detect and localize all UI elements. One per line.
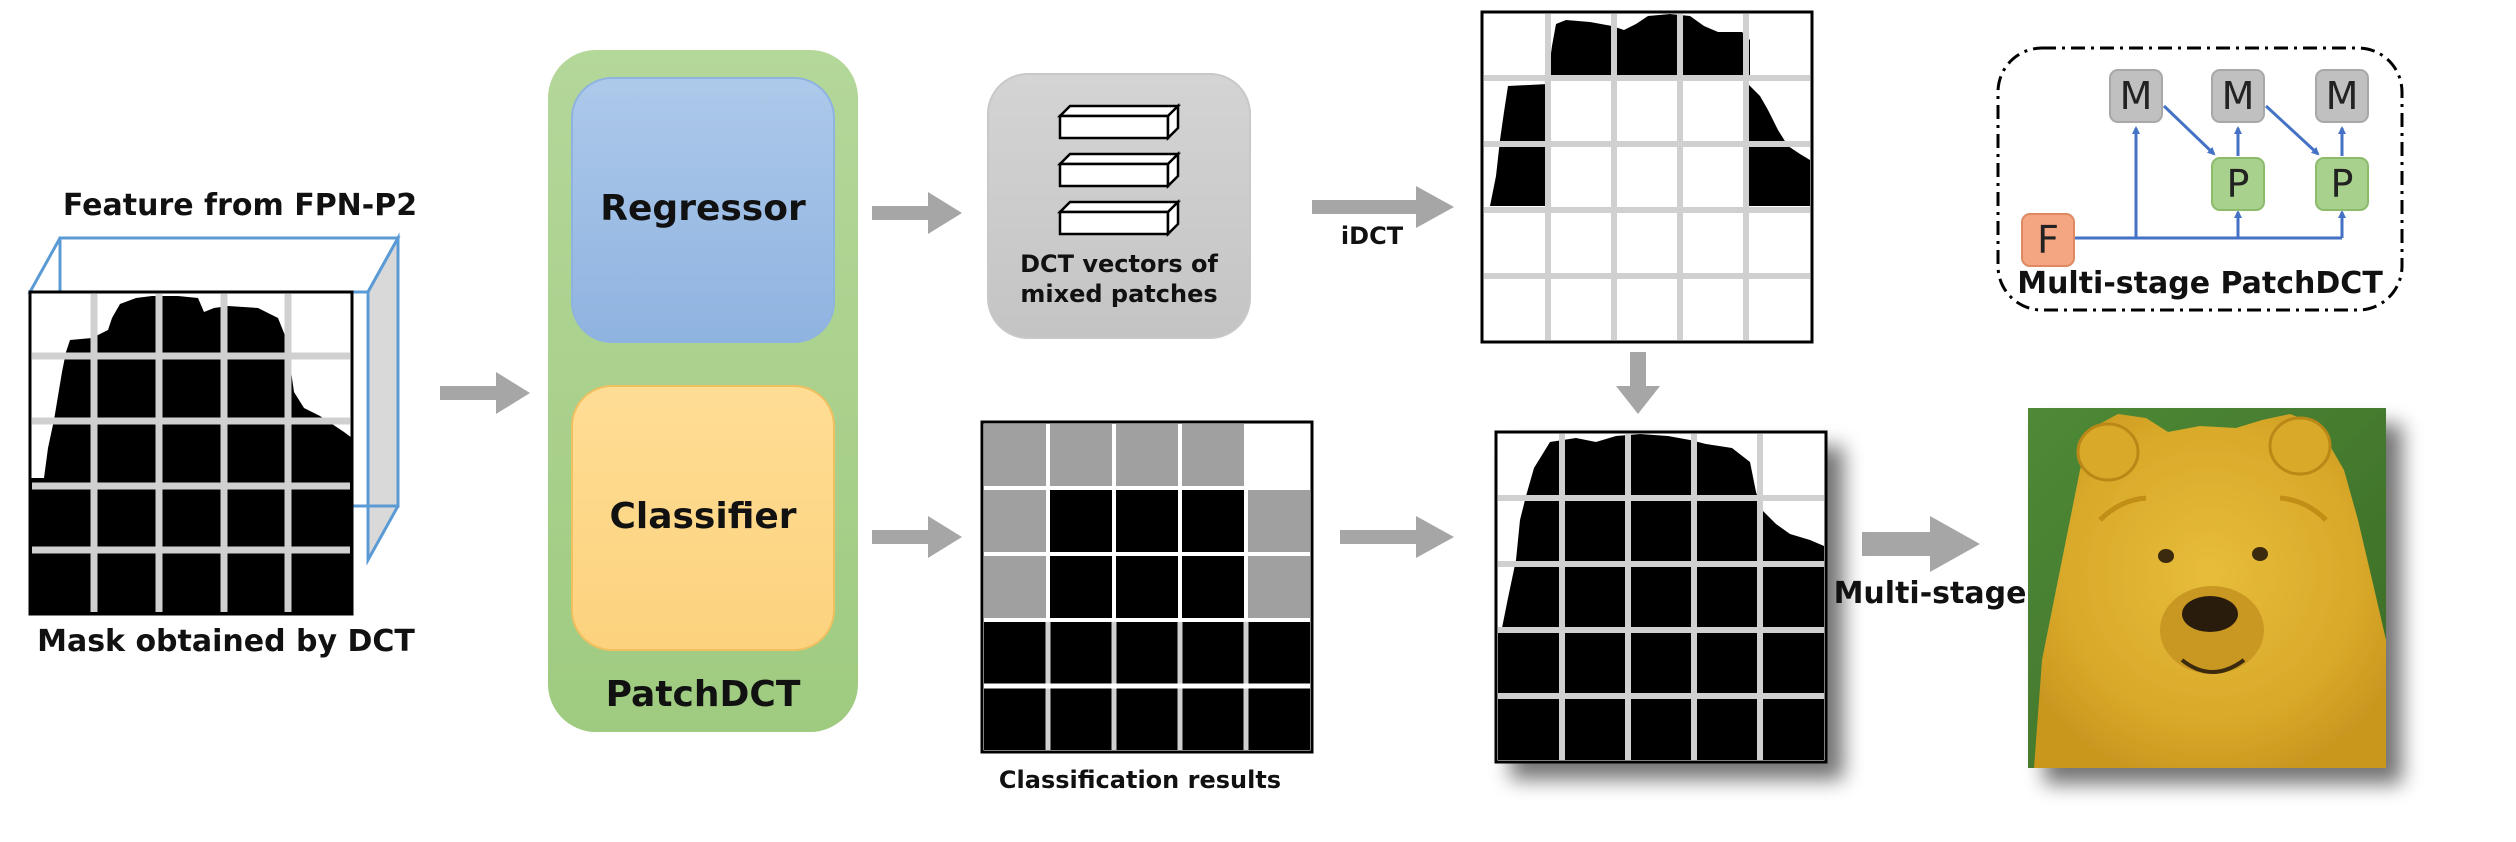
arrow-down <box>1616 352 1660 414</box>
classifier-box <box>571 385 835 651</box>
classification-grid <box>980 420 1314 754</box>
regressor-box <box>571 77 835 343</box>
refined-mask-grid <box>1494 430 1828 764</box>
arrow-classifier-to-results <box>872 516 962 558</box>
arrow-regressor-to-dct <box>872 192 962 234</box>
idct-patch-grid <box>1480 10 1814 344</box>
input-mask-grid <box>28 290 354 616</box>
dct-vectors-box <box>987 73 1251 339</box>
multistage-inset <box>1996 46 2404 312</box>
bear-segmentation-image <box>2028 408 2386 768</box>
node-m-3 <box>2315 69 2369 123</box>
vector-bar <box>1056 198 1182 238</box>
node-p-2 <box>2315 157 2369 211</box>
arrow-results-to-mask <box>1340 516 1454 558</box>
node-m-1 <box>2109 69 2163 123</box>
vector-bar <box>1056 102 1182 142</box>
node-f <box>2021 213 2075 267</box>
arrow-multistage <box>1862 516 1980 572</box>
vector-bar <box>1056 150 1182 190</box>
arrow-idct <box>1312 186 1454 228</box>
node-m-2 <box>2211 69 2265 123</box>
arrow-to-patchdct <box>440 372 530 414</box>
node-p-1 <box>2211 157 2265 211</box>
